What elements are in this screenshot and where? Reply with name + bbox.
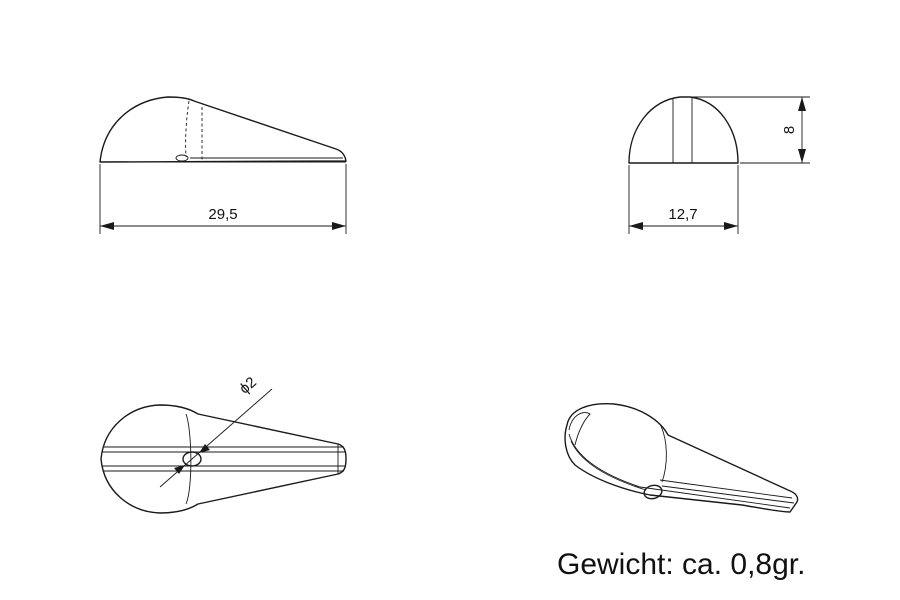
top-view: ϕ2 <box>100 374 347 514</box>
iso-view-slot-edge-2 <box>661 485 795 504</box>
front-view: 8 12,7 <box>628 96 810 234</box>
iso-view-body-transition <box>660 425 667 483</box>
hole-diameter-label: ϕ2 <box>236 374 260 398</box>
width-dimension-label: 12,7 <box>668 206 697 223</box>
isometric-view <box>564 402 799 513</box>
hole-diameter-arrow-1 <box>174 465 185 474</box>
width-arrow-right <box>724 222 738 230</box>
side-view-outline <box>99 96 347 163</box>
length-arrow-right <box>332 222 346 230</box>
top-view-outline <box>100 404 347 514</box>
hole-diameter-leader <box>159 388 273 488</box>
top-view-hole <box>182 451 202 467</box>
weight-caption: Gewicht: ca. 0,8gr. <box>557 548 805 581</box>
diameter-symbol: ϕ2 <box>236 374 260 398</box>
iso-view-slot-edge-1 <box>659 479 793 499</box>
length-arrow-left <box>100 222 114 230</box>
side-view-hidden-edge-1 <box>185 100 190 158</box>
top-view-body-transition <box>185 413 192 505</box>
iso-view-base-edge-2 <box>570 440 647 491</box>
iso-view-base-edge-1 <box>568 433 791 509</box>
iso-view-front-face <box>568 412 591 446</box>
hole-diameter-arrow-2 <box>199 444 210 453</box>
width-arrow-left <box>629 222 643 230</box>
front-view-outline <box>628 96 739 164</box>
iso-view-outline <box>564 402 799 513</box>
height-arrow-top <box>798 97 806 111</box>
height-arrow-bottom <box>798 149 806 163</box>
length-dimension-label: 29,5 <box>208 206 237 223</box>
side-view: 29,5 <box>99 96 347 234</box>
side-view-hole <box>175 154 189 162</box>
iso-view-hole <box>643 484 663 500</box>
height-dimension-label: 8 <box>781 126 798 134</box>
